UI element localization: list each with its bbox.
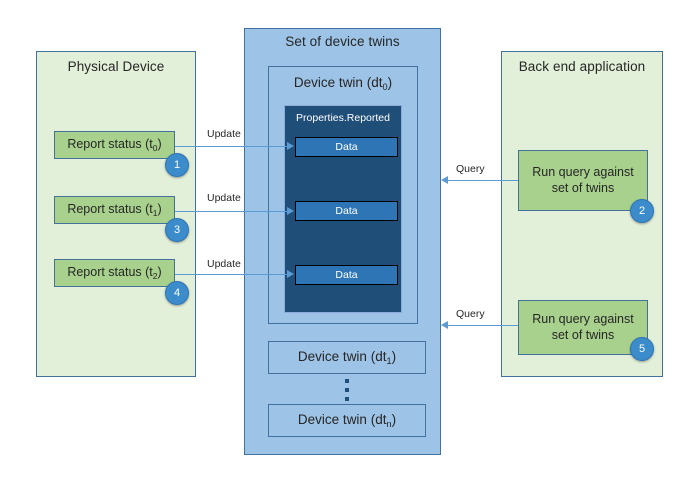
update-arrow-3-label: Update bbox=[207, 258, 241, 270]
data-box-2[interactable]: Data bbox=[295, 201, 398, 221]
update-arrow-3-line bbox=[175, 274, 287, 275]
query-arrow-2-line bbox=[448, 325, 518, 326]
update-arrow-2-head bbox=[287, 207, 294, 215]
backend-application-title: Back end application bbox=[518, 59, 646, 74]
properties-reported-title: Properties.Reported bbox=[296, 112, 390, 124]
query-arrow-1-label: Query bbox=[456, 163, 485, 175]
update-arrow-3-head bbox=[287, 270, 294, 278]
device-twin-dt1-label: Device twin (dt1) bbox=[297, 349, 397, 366]
step-circle-4: 4 bbox=[165, 281, 189, 305]
data-box-3[interactable]: Data bbox=[295, 265, 398, 285]
device-twin-dtn-box[interactable] bbox=[268, 404, 426, 437]
query-arrow-2-label: Query bbox=[456, 308, 485, 320]
update-arrow-1-line bbox=[175, 146, 287, 147]
query-arrow-2-head bbox=[441, 321, 448, 329]
update-arrow-2-label: Update bbox=[207, 192, 241, 204]
update-arrow-1-head bbox=[287, 142, 294, 150]
update-arrow-1-label: Update bbox=[207, 128, 241, 140]
vertical-ellipsis-icon bbox=[345, 379, 349, 401]
report-status-t0-label: Report status (t0) bbox=[67, 137, 162, 153]
device-twin-dt0-label: Device twin (dt0) bbox=[293, 75, 393, 92]
step-circle-3: 3 bbox=[165, 218, 189, 242]
query-arrow-1-head bbox=[441, 176, 448, 184]
device-twin-dt1-box[interactable] bbox=[268, 341, 426, 374]
update-arrow-2-line bbox=[175, 211, 287, 212]
step-circle-1: 1 bbox=[165, 153, 189, 177]
report-status-t2-box[interactable]: Report status (t2) bbox=[54, 259, 175, 287]
physical-device-title: Physical Device bbox=[67, 59, 165, 74]
device-twin-dtn-label: Device twin (dtn) bbox=[297, 412, 397, 429]
report-status-t1-box[interactable]: Report status (t1) bbox=[54, 196, 175, 224]
query-arrow-1-line bbox=[448, 180, 518, 181]
report-status-t2-label: Report status (t2) bbox=[67, 265, 162, 281]
device-twins-title: Set of device twins bbox=[285, 34, 400, 49]
data-box-1[interactable]: Data bbox=[295, 137, 398, 157]
step-circle-2: 2 bbox=[630, 199, 654, 223]
step-circle-5: 5 bbox=[630, 337, 654, 361]
report-status-t1-label: Report status (t1) bbox=[67, 202, 162, 218]
report-status-t0-box[interactable]: Report status (t0) bbox=[54, 131, 175, 159]
